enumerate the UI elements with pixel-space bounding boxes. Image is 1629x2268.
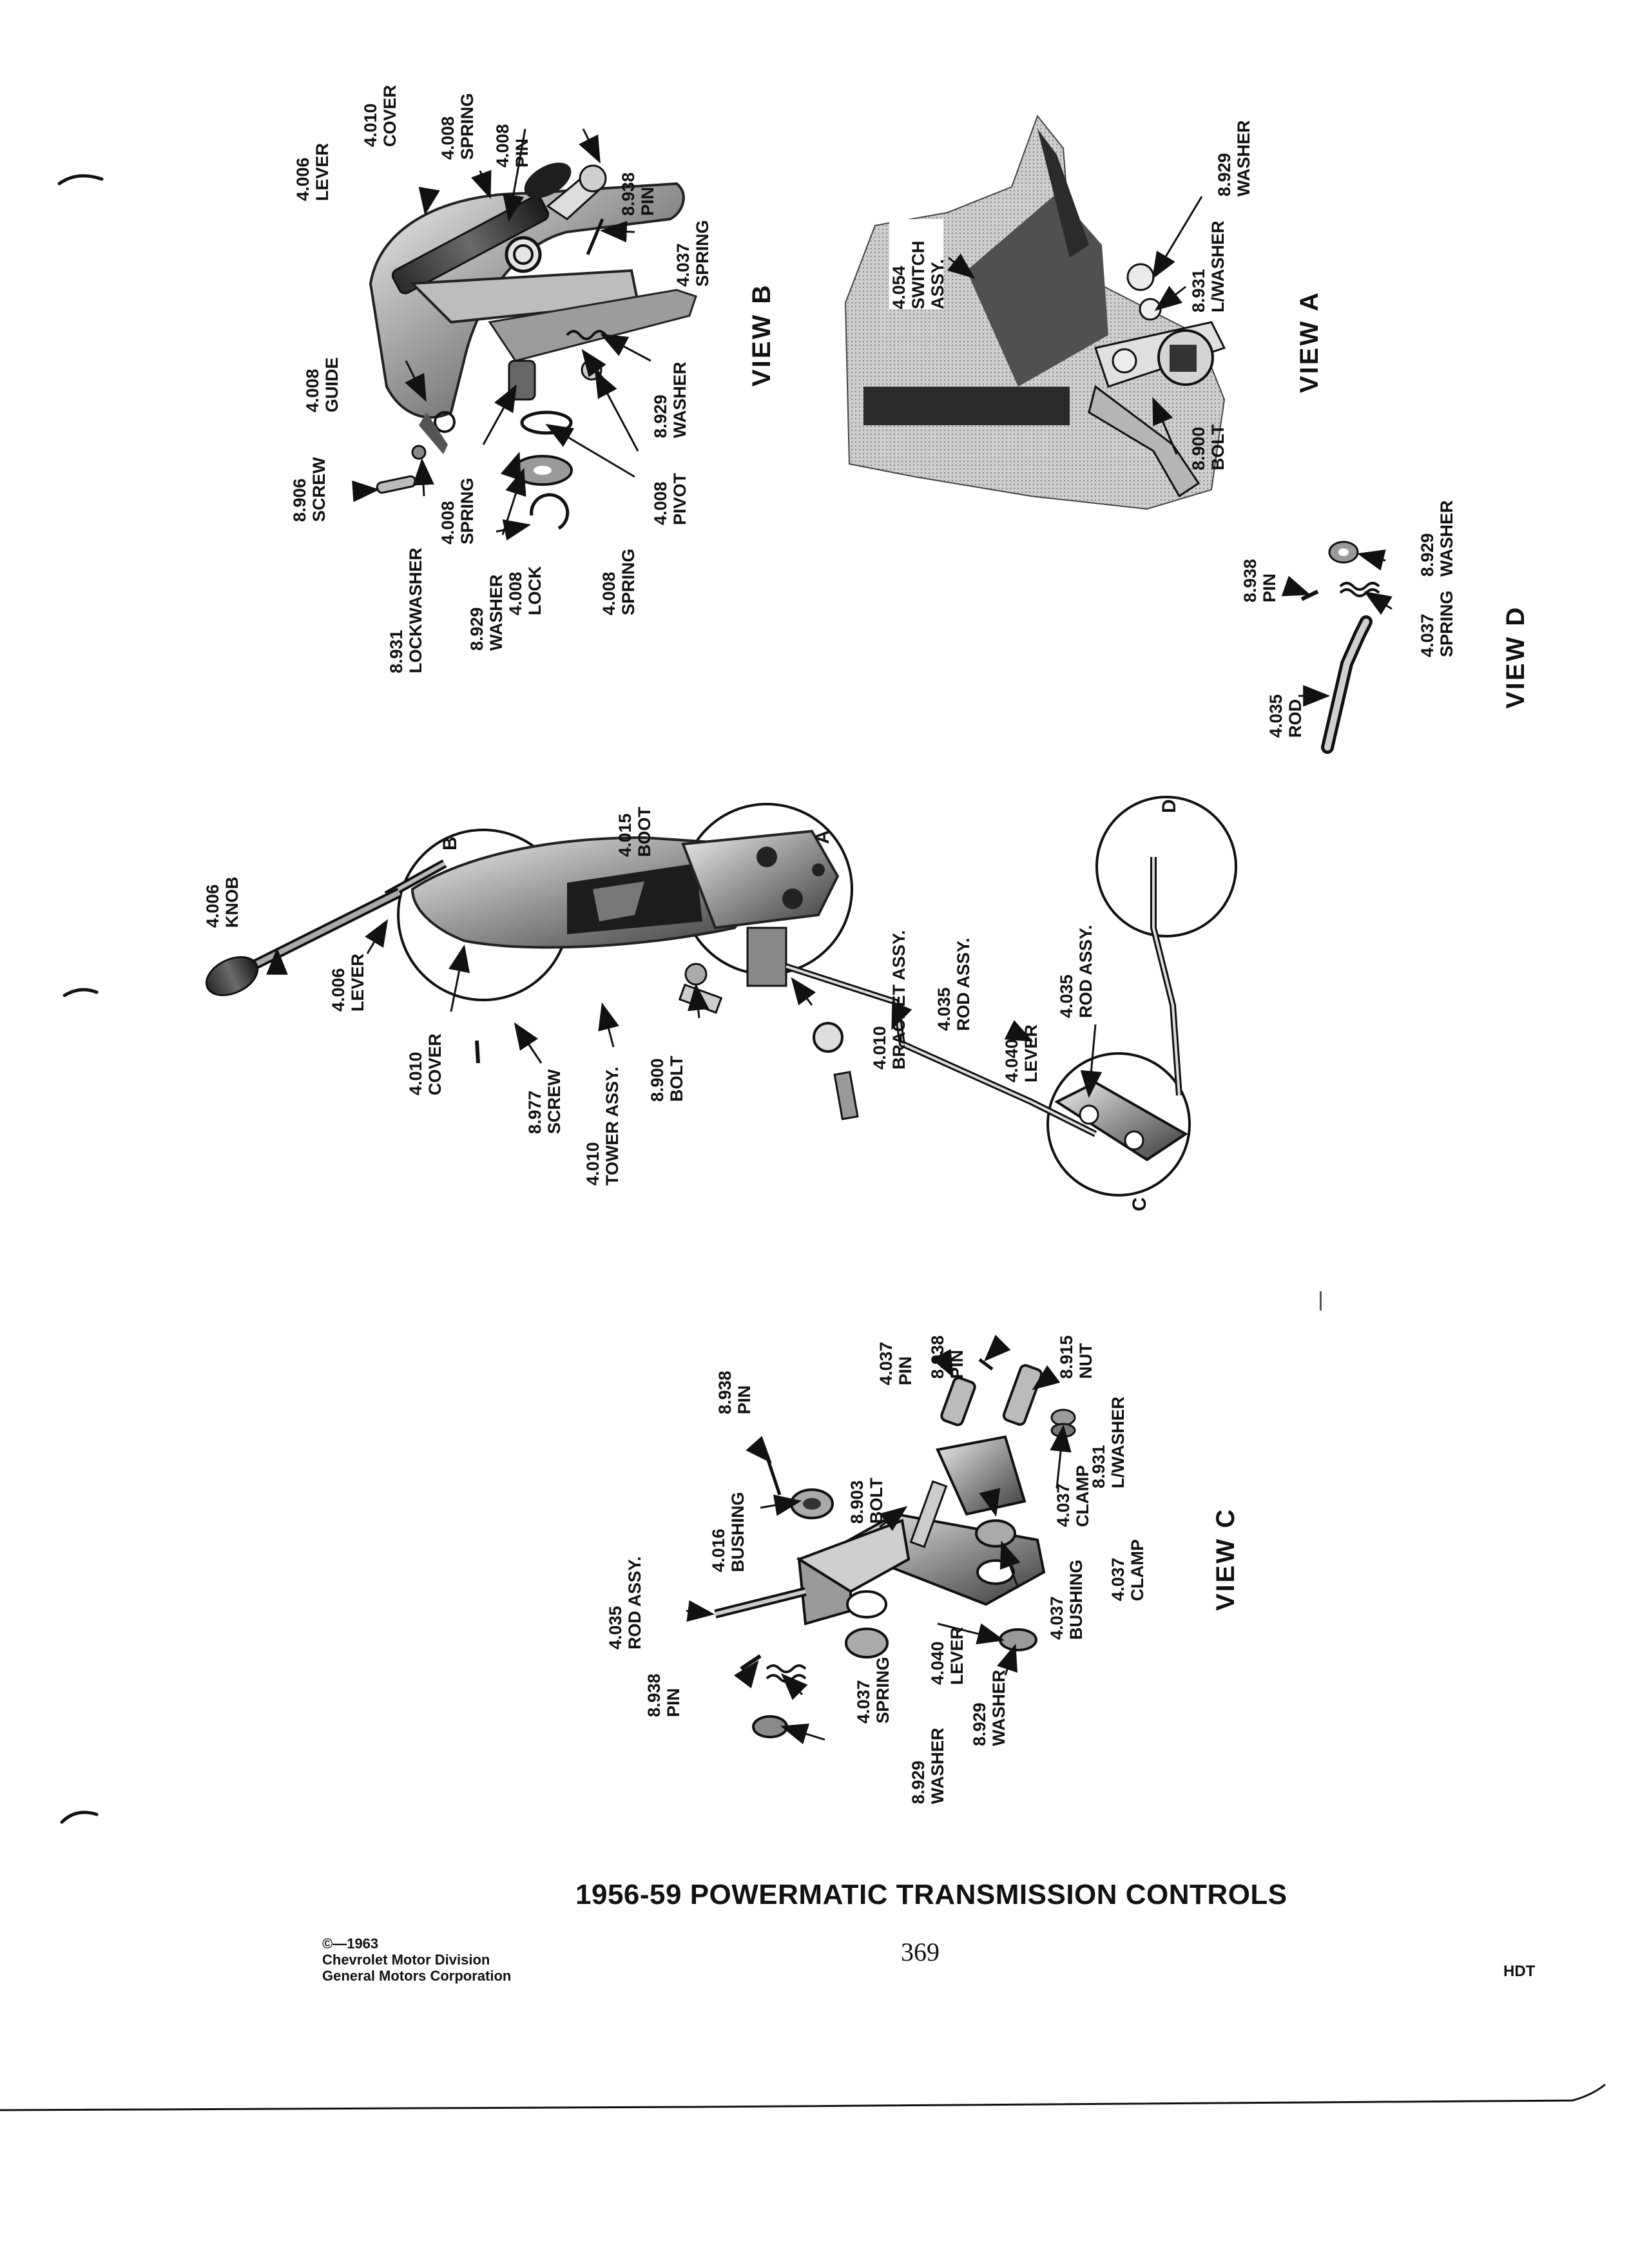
label-spring: 4.037 SPRING bbox=[1418, 590, 1456, 657]
label-pin: 4.008 PIN bbox=[493, 124, 532, 168]
label-pin: 8.938 PIN bbox=[619, 172, 657, 216]
label-bolt: 8.900 BOLT bbox=[1189, 424, 1228, 470]
label-clamp: 4.037 CLAMP bbox=[1054, 1465, 1092, 1527]
view-d-drawing bbox=[1281, 541, 1393, 754]
label-screw: 8.977 SCREW bbox=[525, 1069, 564, 1135]
label-screw: 8.906 SCREW bbox=[290, 457, 329, 523]
edge-tick bbox=[1320, 1291, 1322, 1311]
label-l-washer: 8.931 L/WASHER bbox=[1089, 1396, 1128, 1488]
detail-callout-b: B bbox=[439, 836, 461, 850]
label-switch-assy: 4.054 SWITCH ASSY. bbox=[889, 240, 947, 309]
label-pin: 8.938 PIN bbox=[1240, 559, 1279, 602]
view-b-drawing bbox=[352, 128, 697, 541]
label-pivot: 4.008 PIVOT bbox=[651, 472, 689, 525]
label-lock: 4.008 LOCK bbox=[506, 566, 545, 616]
scan-marks bbox=[0, 174, 1606, 2111]
label-spring: 4.008 SPRING bbox=[438, 93, 477, 160]
label-bushing: 4.037 BUSHING bbox=[1047, 1559, 1086, 1640]
label-washer: 8.929 WASHER bbox=[467, 574, 506, 651]
label-washer: 8.929 WASHER bbox=[909, 1727, 947, 1804]
label-bolt: 8.900 BOLT bbox=[648, 1055, 686, 1102]
label-pin: 4.037 PIN bbox=[876, 1341, 915, 1385]
detail-callout-d: D bbox=[1159, 799, 1180, 813]
label-lockwasher: 8.931 LOCKWASHER bbox=[387, 548, 425, 673]
label-rod-assy: 4.035 ROD ASSY. bbox=[934, 937, 973, 1031]
label-cover: 4.010 COVER bbox=[361, 84, 400, 147]
copyright-notice: ©—1963 Chevrolet Motor Division General … bbox=[322, 1936, 511, 1984]
label-pin: 8.938 PIN bbox=[715, 1370, 754, 1414]
label-cover: 4.010 COVER bbox=[406, 1033, 445, 1095]
label-spring: 4.037 SPRING bbox=[854, 1657, 892, 1724]
detail-callout-c: C bbox=[1129, 1197, 1150, 1211]
label-bushing: 4.016 BUSHING bbox=[709, 1492, 747, 1572]
label-bolt: 8.903 BOLT bbox=[847, 1477, 886, 1524]
label-washer: 8.929 WASHER bbox=[1215, 120, 1253, 197]
label-spring: 4.008 SPRING bbox=[599, 548, 638, 615]
copyright-division: Chevrolet Motor Division bbox=[322, 1952, 490, 1968]
label-lever: 4.006 LEVER bbox=[293, 142, 332, 201]
label-pin: 8.938 PIN bbox=[644, 1673, 683, 1717]
label-nut: 8.915 NUT bbox=[1057, 1335, 1095, 1379]
page-title: 1956-59 POWERMATIC TRANSMISSION CONTROLS bbox=[575, 1879, 1287, 1910]
view-c-drawing bbox=[686, 1334, 1076, 1745]
label-washer: 8.929 WASHER bbox=[1418, 500, 1456, 577]
label-spring: 4.037 SPRING bbox=[673, 220, 712, 287]
label-rod-assy: 4.035 ROD ASSY. bbox=[606, 1556, 644, 1649]
label-pin: 8.938 PIN bbox=[928, 1335, 967, 1379]
label-rod-assy: 4.035 ROD ASSY. bbox=[1057, 925, 1095, 1018]
label-lever: 4.006 LEVER bbox=[329, 953, 367, 1012]
page-code: HDT bbox=[1503, 1963, 1536, 1980]
label-knob: 4.006 KNOB bbox=[203, 876, 242, 928]
page-number: 369 bbox=[901, 1937, 940, 1966]
label-lever: 4.040 LEVER bbox=[928, 1626, 967, 1685]
label-washer: 8.929 WASHER bbox=[970, 1669, 1008, 1746]
copyright-year: ©—1963 bbox=[322, 1936, 379, 1952]
label-washer: 8.929 WASHER bbox=[651, 361, 689, 438]
label-boot: 4.015 BOOT bbox=[615, 807, 654, 857]
view-a-title: VIEW A bbox=[1295, 291, 1324, 393]
view-c-title: VIEW C bbox=[1211, 1507, 1240, 1611]
detail-callout-a: A bbox=[812, 830, 833, 844]
main-assembly-drawing bbox=[205, 796, 1237, 1196]
view-d-title: VIEW D bbox=[1501, 605, 1530, 709]
view-b-title: VIEW B bbox=[747, 283, 776, 387]
label-rod: 4.035 ROD bbox=[1266, 694, 1305, 738]
label-tower-assy: 4.010 TOWER ASSY. bbox=[583, 1066, 622, 1186]
label-clamp: 4.037 CLAMP bbox=[1108, 1539, 1147, 1601]
label-guide: 4.008 GUIDE bbox=[303, 357, 342, 412]
copyright-corporation: General Motors Corporation bbox=[322, 1968, 512, 1984]
view-a-photo bbox=[844, 114, 1226, 510]
label-l-washer: 8.931 L/WASHER bbox=[1189, 220, 1228, 312]
label-spring: 4.008 SPRING bbox=[438, 477, 477, 544]
label-lever: 4.040 LEVER bbox=[1002, 1024, 1041, 1082]
label-bracket-assy: 4.010 BRACKET ASSY. bbox=[870, 930, 909, 1070]
